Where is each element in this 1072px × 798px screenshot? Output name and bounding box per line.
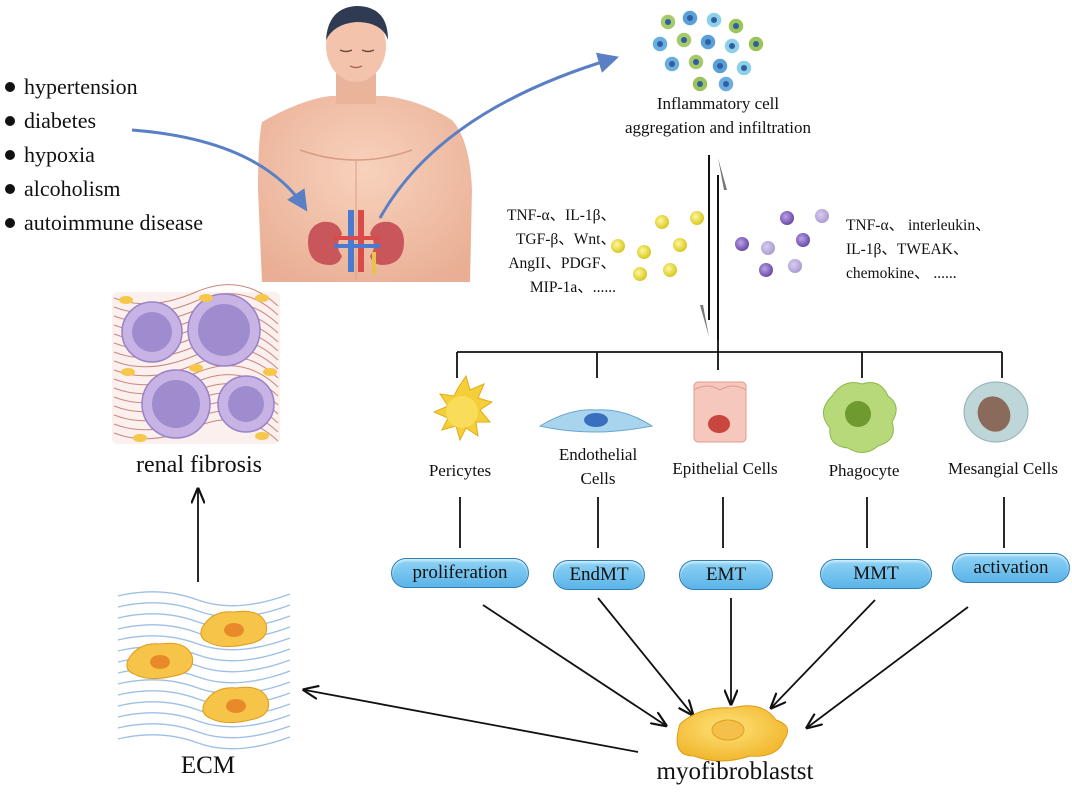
risk-factor: alcoholism	[4, 172, 203, 206]
tubule-lumen	[152, 380, 200, 428]
process-pill-activation: activation	[952, 553, 1070, 583]
fibrosis-cell	[133, 434, 147, 442]
endothelial-cell-icon	[538, 409, 654, 433]
risk-factor: hypoxia	[4, 138, 203, 172]
cell-nucleus	[711, 17, 717, 23]
fibrosis-cell	[119, 296, 133, 304]
fibrosis-cell	[121, 368, 135, 376]
ecm-fiber	[117, 723, 291, 739]
pericyte-icon	[432, 374, 494, 442]
cell-nucleus	[665, 19, 671, 25]
process-pill-emt: EMT	[679, 560, 773, 590]
cell-nucleus	[687, 15, 693, 21]
fibrosis-cell	[263, 368, 277, 376]
yellow-mediator-dot	[663, 263, 677, 277]
cell-nucleus	[705, 39, 711, 45]
purple-mediator-dot	[759, 263, 773, 277]
risk-factor: autoimmune disease	[4, 206, 203, 240]
right-mediator-list: TNF-α、 interleukin、 IL-1β、TWEAK、 chemoki…	[846, 217, 991, 282]
fibrosis-fiber	[113, 347, 279, 370]
kidney-illustration	[308, 210, 404, 274]
cell-nucleus	[226, 699, 246, 713]
risk-factor: diabetes	[4, 104, 203, 138]
fibrosis-cell	[255, 294, 269, 302]
tubule-lumen	[228, 386, 264, 422]
cell-label-mesangial: Mesangial Cells	[947, 459, 1058, 478]
fibrosis-cell	[255, 432, 269, 440]
cell-nucleus	[741, 65, 747, 71]
renal-fibrosis-label: renal fibrosis	[136, 452, 262, 478]
yellow-mediator-dot	[637, 245, 651, 259]
purple-mediator-dot	[788, 259, 802, 273]
risk-to-kidney-arrow	[131, 128, 308, 212]
risk-factor-list: hypertension diabetes hypoxia alcoholism…	[4, 70, 203, 240]
ecm-fiber	[117, 734, 291, 750]
bidirectional-arrow	[700, 155, 727, 340]
myofibroblast-label: myofibroblastst	[656, 758, 814, 785]
risk-factor: hypertension	[4, 70, 203, 104]
cell-label-pericytes: Pericytes	[428, 461, 492, 480]
cell-nucleus	[150, 655, 170, 669]
purple-mediator-dot	[761, 241, 775, 255]
ecm-fiber	[117, 602, 291, 618]
kidney-to-inflammation-arrow	[378, 52, 620, 219]
cell-nucleus	[753, 41, 759, 47]
cell-nucleus	[693, 59, 699, 65]
cell-nucleus	[729, 43, 735, 49]
cell-type-tree	[456, 340, 1005, 548]
yellow-mediator-dot	[673, 238, 687, 252]
cell-label-endothelial: Endothelial Cells	[558, 445, 638, 488]
ecm-fiber	[117, 712, 291, 728]
cell-nucleus	[657, 41, 663, 47]
yellow-mediator-dot	[611, 239, 625, 253]
purple-mediator-dot	[735, 237, 749, 251]
cell-label-phagocyte: Phagocyte	[828, 461, 900, 480]
inflammatory-cell-cluster	[651, 9, 765, 93]
tubule-lumen	[198, 304, 250, 356]
mesangial-cell-icon	[963, 381, 1029, 443]
cell-nucleus	[733, 23, 739, 29]
purple-mediator-dot	[815, 209, 829, 223]
fibrosis-cell	[199, 294, 213, 302]
yellow-mediator-dot	[633, 267, 647, 281]
tubule-lumen	[132, 312, 172, 352]
fibrosis-cell	[189, 364, 203, 372]
cell-nucleus	[669, 61, 675, 67]
purple-mediator-dot	[780, 211, 794, 225]
purple-mediator-dot	[796, 233, 810, 247]
fibrosis-fiber	[113, 365, 279, 388]
cell-label-epithelial: Epithelial Cells	[672, 459, 778, 478]
cell-nucleus	[723, 81, 729, 87]
phagocyte-icon	[823, 382, 897, 453]
myofibroblast-illustration	[676, 705, 789, 762]
ecm-illustration	[117, 591, 291, 750]
purple-mediator-dots	[735, 209, 829, 277]
epithelial-cell-icon	[693, 381, 747, 443]
process-pill-proliferation: proliferation	[391, 558, 529, 588]
yellow-mediator-dots	[611, 211, 704, 281]
process-arrows	[198, 490, 969, 753]
cell-nucleus	[697, 81, 703, 87]
ecm-label: ECM	[180, 752, 236, 779]
process-pill-mmt: MMT	[820, 559, 932, 589]
ecm-fiber	[117, 635, 291, 651]
left-mediator-list: TNF-α、IL-1β、 TGF-β、Wnt、 AngII、PDGF、 MIP-…	[507, 207, 616, 296]
renal-fibrosis-illustration	[112, 284, 280, 444]
ecm-fiber	[117, 591, 291, 607]
inflammation-label: Inflammatory cell aggregation and infilt…	[625, 94, 811, 137]
yellow-mediator-dot	[655, 215, 669, 229]
cell-nucleus	[717, 63, 723, 69]
process-pill-endmt: EndMT	[553, 560, 645, 590]
yellow-mediator-dot	[690, 211, 704, 225]
cell-nucleus	[681, 37, 687, 43]
cell-nucleus	[224, 623, 244, 637]
fibrosis-fiber	[113, 284, 279, 307]
